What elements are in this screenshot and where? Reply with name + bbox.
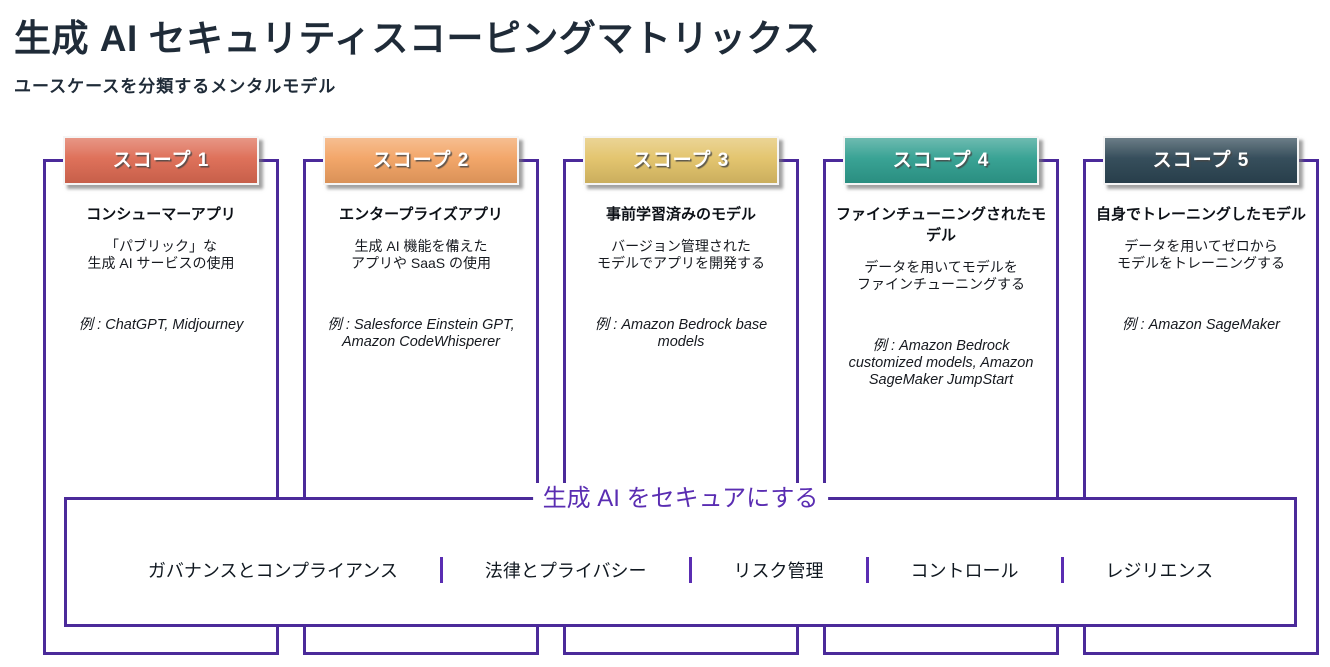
scope-5-title: 自身でトレーニングしたモデル [1095, 206, 1306, 223]
scope-2-badge: スコープ 2 [323, 136, 519, 185]
scope-2-example: 例 : Salesforce Einstein GPT, Amazon Code… [327, 317, 515, 350]
category-divider [688, 557, 692, 583]
scope-5-badge-label: スコープ 5 [1152, 150, 1250, 171]
category-risk-management: リスク管理 [733, 561, 824, 581]
scope-3-title: 事前学習済みのモデル [605, 206, 756, 223]
scope-3-description: バージョン管理された モデルでアプリを開発する [597, 238, 765, 271]
scope-1-description: 「パブリック」な 生成 AI サービスの使用 [87, 238, 235, 271]
page-subtitle: ユースケースを分類するメンタルモデル [14, 77, 337, 96]
scope-1-badge: スコープ 1 [63, 136, 259, 185]
scope-5-badge: スコープ 5 [1103, 136, 1299, 185]
scope-2-column: スコープ 2 エンタープライズアプリ 生成 AI 機能を備えた アプリや Saa… [303, 136, 539, 655]
category-legal-privacy: 法律とプライバシー [484, 561, 647, 581]
scope-4-badge-label: スコープ 4 [892, 150, 990, 171]
category-divider [439, 557, 443, 583]
scope-3-example: 例 : Amazon Bedrock base models [594, 317, 768, 350]
scope-2-description: 生成 AI 機能を備えた アプリや SaaS の使用 [350, 238, 492, 271]
scope-5-description: データを用いてゼロから モデルをトレーニングする [1117, 238, 1285, 271]
scope-5-example: 例 : Amazon SageMaker [1122, 317, 1280, 333]
scope-2-title: エンタープライズアプリ [339, 206, 503, 223]
scope-3-badge-label: スコープ 3 [632, 150, 730, 171]
scope-5-body: 自身でトレーニングしたモデル データを用いてゼロから モデルをトレーニングする … [1086, 162, 1316, 334]
scope-2-badge-label: スコープ 2 [372, 150, 470, 171]
secure-ai-legend: 生成 AI をセキュアにする [532, 483, 829, 515]
page-title: 生成 AI セキュリティスコーピングマトリックス [14, 18, 821, 59]
category-resilience: レジリエンス [1105, 561, 1214, 581]
scope-1-example: 例 : ChatGPT, Midjourney [78, 317, 244, 333]
scope-3-body: 事前学習済みのモデル バージョン管理された モデルでアプリを開発する 例 : A… [566, 162, 796, 351]
scope-1-title: コンシューマーアプリ [86, 206, 236, 223]
scope-2-body: エンタープライズアプリ 生成 AI 機能を備えた アプリや SaaS の使用 例… [306, 162, 536, 351]
scope-4-description: データを用いてモデルを ファインチューニングする [857, 259, 1025, 292]
scope-1-column: スコープ 1 コンシューマーアプリ 「パブリック」な 生成 AI サービスの使用… [43, 136, 279, 655]
scope-5-column: スコープ 5 自身でトレーニングしたモデル データを用いてゼロから モデルをトレ… [1083, 136, 1319, 655]
secure-ai-box: 生成 AI をセキュアにする ガバナンスとコンプライアンス 法律とプライバシー … [64, 483, 1297, 627]
scope-1-badge-label: スコープ 1 [112, 150, 210, 171]
scope-3-column: スコープ 3 事前学習済みのモデル バージョン管理された モデルでアプリを開発す… [563, 136, 799, 655]
scope-3-badge: スコープ 3 [583, 136, 779, 185]
scope-1-body: コンシューマーアプリ 「パブリック」な 生成 AI サービスの使用 例 : Ch… [46, 162, 276, 334]
scope-4-column: スコープ 4 ファインチューニングされたモデル データを用いてモデルを ファイン… [823, 136, 1059, 655]
scope-4-title: ファインチューニングされたモデル [835, 206, 1046, 244]
category-divider [1060, 557, 1064, 583]
scope-4-badge: スコープ 4 [843, 136, 1039, 185]
category-governance-compliance: ガバナンスとコンプライアンス [147, 561, 398, 581]
category-controls: コントロール [910, 561, 1019, 581]
scope-4-example: 例 : Amazon Bedrock customized models, Am… [848, 338, 1034, 388]
secure-categories-row: ガバナンスとコンプライアンス 法律とプライバシー リスク管理 コントロール レジ… [67, 557, 1294, 583]
category-divider [865, 557, 869, 583]
scope-4-body: ファインチューニングされたモデル データを用いてモデルを ファインチューニングす… [826, 162, 1056, 389]
